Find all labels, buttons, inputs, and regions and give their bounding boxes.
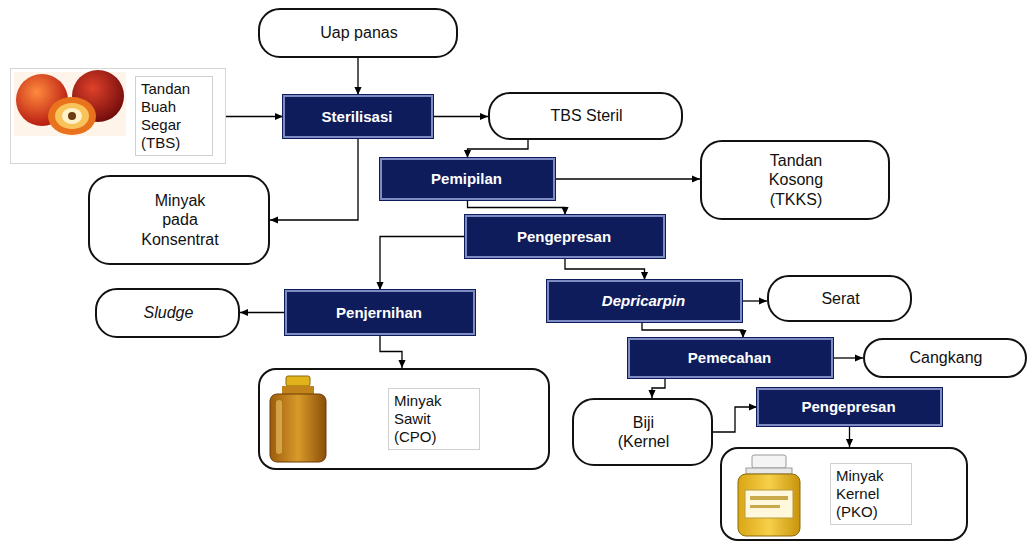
palm-fruit-photo [14,70,126,136]
node-label: Minyak Kernel (PKO) [830,463,912,525]
flow-arrow [357,58,358,95]
node-label: Pengepresan [474,228,654,246]
process-box: Depricarpin [547,280,742,322]
node-label: Biji (Kernel [613,413,675,451]
node-label: Tandan Kosong (TKKS) [746,151,846,209]
node-label: TBS Steril [507,106,667,125]
flow-arrow [468,200,566,215]
flow-arrow [849,426,850,447]
node-label: Depricarpin [556,292,731,310]
process-box: Penjernihan [285,290,475,335]
process-box: Pengepresan [757,388,942,426]
cpo-bottle [270,376,326,462]
output-box: Minyak pada Konsentrat [88,175,270,265]
process-box: Pemecahan [628,338,833,378]
flow-arrow [555,178,700,179]
input-box: Tandan Buah Segar (TBS) [10,68,226,164]
pko-bottle [738,455,800,536]
flow-arrow [833,357,863,358]
node-label: Pemipilan [389,170,544,188]
flow-arrow [652,378,665,398]
node-label: Pengepresan [766,398,931,416]
flow-arrow [226,116,283,117]
flow-arrow [565,258,645,280]
process-box: Pemipilan [380,158,555,200]
node-label: Penjernihan [294,304,464,322]
node-label: Minyak Sawit (CPO) [388,388,480,450]
flow-arrow [742,300,767,301]
node-label: Sludge [109,303,229,322]
input-box: Uap panas [258,8,458,58]
flow-arrow [433,116,488,117]
process-box: Pengepresan [465,215,665,258]
flow-arrow [713,407,757,432]
output-box: Sludge [95,288,240,338]
node-label: Minyak pada Konsentrat [137,191,223,249]
flow-arrow [380,335,402,368]
flow-arrow [468,140,529,158]
node-label: Pemecahan [637,349,822,367]
process-box: Sterilisasi [283,95,433,138]
output-box: Cangkang [863,338,1027,378]
flow-arrow [240,312,285,313]
output-box: Biji (Kernel [572,398,713,466]
flow-arrow [270,138,358,220]
flow-arrow [642,322,743,338]
node-label: Tandan Buah Segar (TBS) [135,76,213,156]
product-box: Minyak Kernel (PKO) [720,447,968,541]
output-box: TBS Steril [488,92,683,140]
node-label: Sterilisasi [292,108,422,126]
product-box: Minyak Sawit (CPO) [258,368,550,470]
output-box: Serat [767,275,912,322]
node-label: Cangkang [876,348,1016,367]
node-label: Serat [781,289,901,308]
flow-arrow [380,237,465,291]
output-box: Tandan Kosong (TKKS) [700,140,890,220]
node-label: Uap panas [294,23,424,42]
